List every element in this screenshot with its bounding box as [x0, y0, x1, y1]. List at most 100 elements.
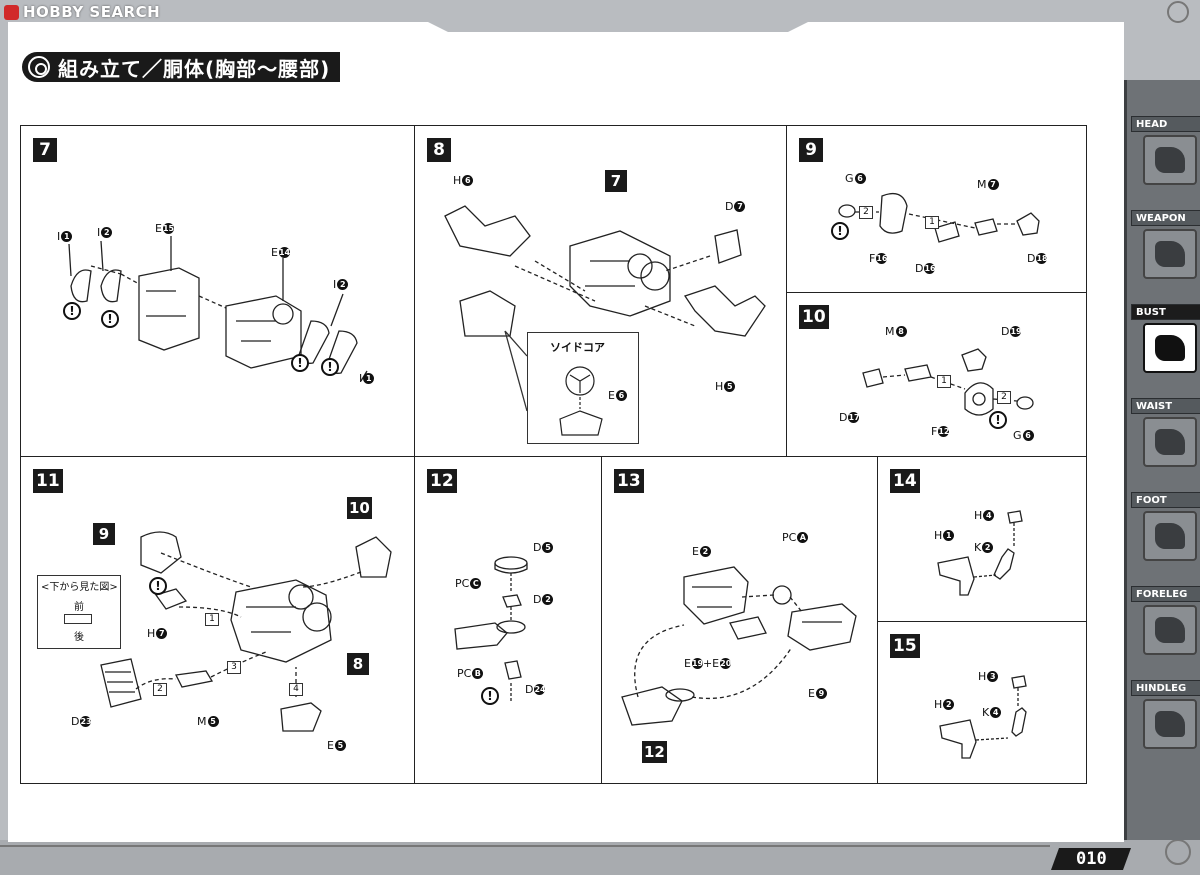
order-box: 4 — [289, 683, 303, 696]
order-box: 3 — [227, 661, 241, 674]
label-f12: F12 — [931, 425, 950, 438]
caution-icon: ! — [321, 358, 339, 376]
step-10-diagram — [862, 348, 1034, 416]
order-box: 1 — [205, 613, 219, 626]
sidebar-tab-foot[interactable]: FOOT — [1131, 492, 1200, 561]
reference-step-badge: 8 — [347, 653, 369, 675]
step-number: 10 — [799, 305, 829, 329]
inset-front-label: 前 — [74, 602, 84, 613]
page-number-text: 010 — [1075, 849, 1107, 869]
caution-icon: ! — [63, 302, 81, 320]
part-k4 — [1011, 707, 1027, 737]
foreleg-icon — [1143, 605, 1197, 655]
step-9-diagram — [838, 192, 1040, 243]
label-d18: D18 — [1027, 252, 1048, 265]
sidebar-tab-waist[interactable]: WAIST — [1131, 398, 1200, 467]
reference-step-badge: 9 — [93, 523, 115, 545]
part-e9 — [787, 603, 857, 651]
step-number: 11 — [33, 469, 63, 493]
inset-title: ソイドコア — [550, 341, 605, 354]
part-d17 — [862, 368, 884, 388]
step-13-diagram — [621, 566, 857, 726]
step-number: 9 — [799, 138, 823, 162]
order-box: 2 — [997, 391, 1011, 404]
sidebar-tab-head[interactable]: HEAD — [1131, 116, 1200, 185]
sidebar-tab-hindleg[interactable]: HINDLEG — [1131, 680, 1200, 749]
part-e15 — [138, 267, 200, 351]
caution-icon: ! — [149, 577, 167, 595]
sidebar-tab-bust[interactable]: BUST — [1131, 304, 1200, 373]
label-e15: E15 — [155, 222, 175, 235]
label-d24: D24 — [525, 683, 546, 696]
part-pc-b — [504, 660, 522, 680]
bust-icon — [1143, 323, 1197, 373]
label-e14: E14 — [271, 246, 291, 259]
sidebar-tab-label: WEAPON — [1131, 210, 1200, 226]
sidebar-tab-label: FORELEG — [1131, 586, 1200, 602]
caution-icon: ! — [291, 354, 309, 372]
step-12-diagram — [454, 556, 528, 701]
reference-step-badge: 12 — [642, 741, 667, 763]
foot-icon — [1143, 511, 1197, 561]
step-number: 14 — [890, 469, 920, 493]
section-title-bar: 組み立て／胴体(胸部～腰部) — [22, 52, 341, 82]
soid-core-diagram — [559, 366, 603, 436]
step-14-diagram — [937, 510, 1023, 596]
part-h1 — [937, 556, 975, 596]
caution-icon: ! — [989, 411, 1007, 429]
part-d16 — [934, 221, 960, 243]
step-number: 7 — [33, 138, 57, 162]
part-12 — [621, 686, 683, 726]
part-h4 — [1007, 510, 1023, 524]
caution-icon: ! — [101, 310, 119, 328]
part-10 — [355, 536, 392, 578]
sidebar-tab-weapon[interactable]: WEAPON — [1131, 210, 1200, 279]
label-f16: F16 — [869, 252, 888, 265]
inset-part-shape — [64, 614, 92, 624]
main-body — [569, 230, 671, 317]
hindleg-icon — [1143, 699, 1197, 749]
part-h7 — [154, 588, 188, 610]
part-f16 — [879, 192, 908, 234]
order-box: 2 — [153, 683, 167, 696]
step-number: 15 — [890, 634, 920, 658]
weapon-icon — [1143, 229, 1197, 279]
hobby-search-logo-icon — [4, 4, 19, 20]
inset-back-label: 後 — [74, 632, 84, 643]
section-sidebar: HEAD WEAPON BUST WAIST FOOT FORELEG HIND… — [1124, 80, 1200, 840]
step-number: 13 — [614, 469, 644, 493]
order-box: 1 — [925, 216, 939, 229]
step-7-diagram — [68, 236, 368, 382]
label-d17: D17 — [839, 411, 860, 424]
part-m8 — [904, 364, 932, 382]
label-d23: D23 — [71, 715, 92, 728]
watermark-text: HOBBY SEARCH — [23, 3, 161, 21]
part-e19-e20 — [729, 616, 767, 640]
part-h3 — [1011, 675, 1027, 689]
sidebar-tab-foreleg[interactable]: FORELEG — [1131, 586, 1200, 655]
